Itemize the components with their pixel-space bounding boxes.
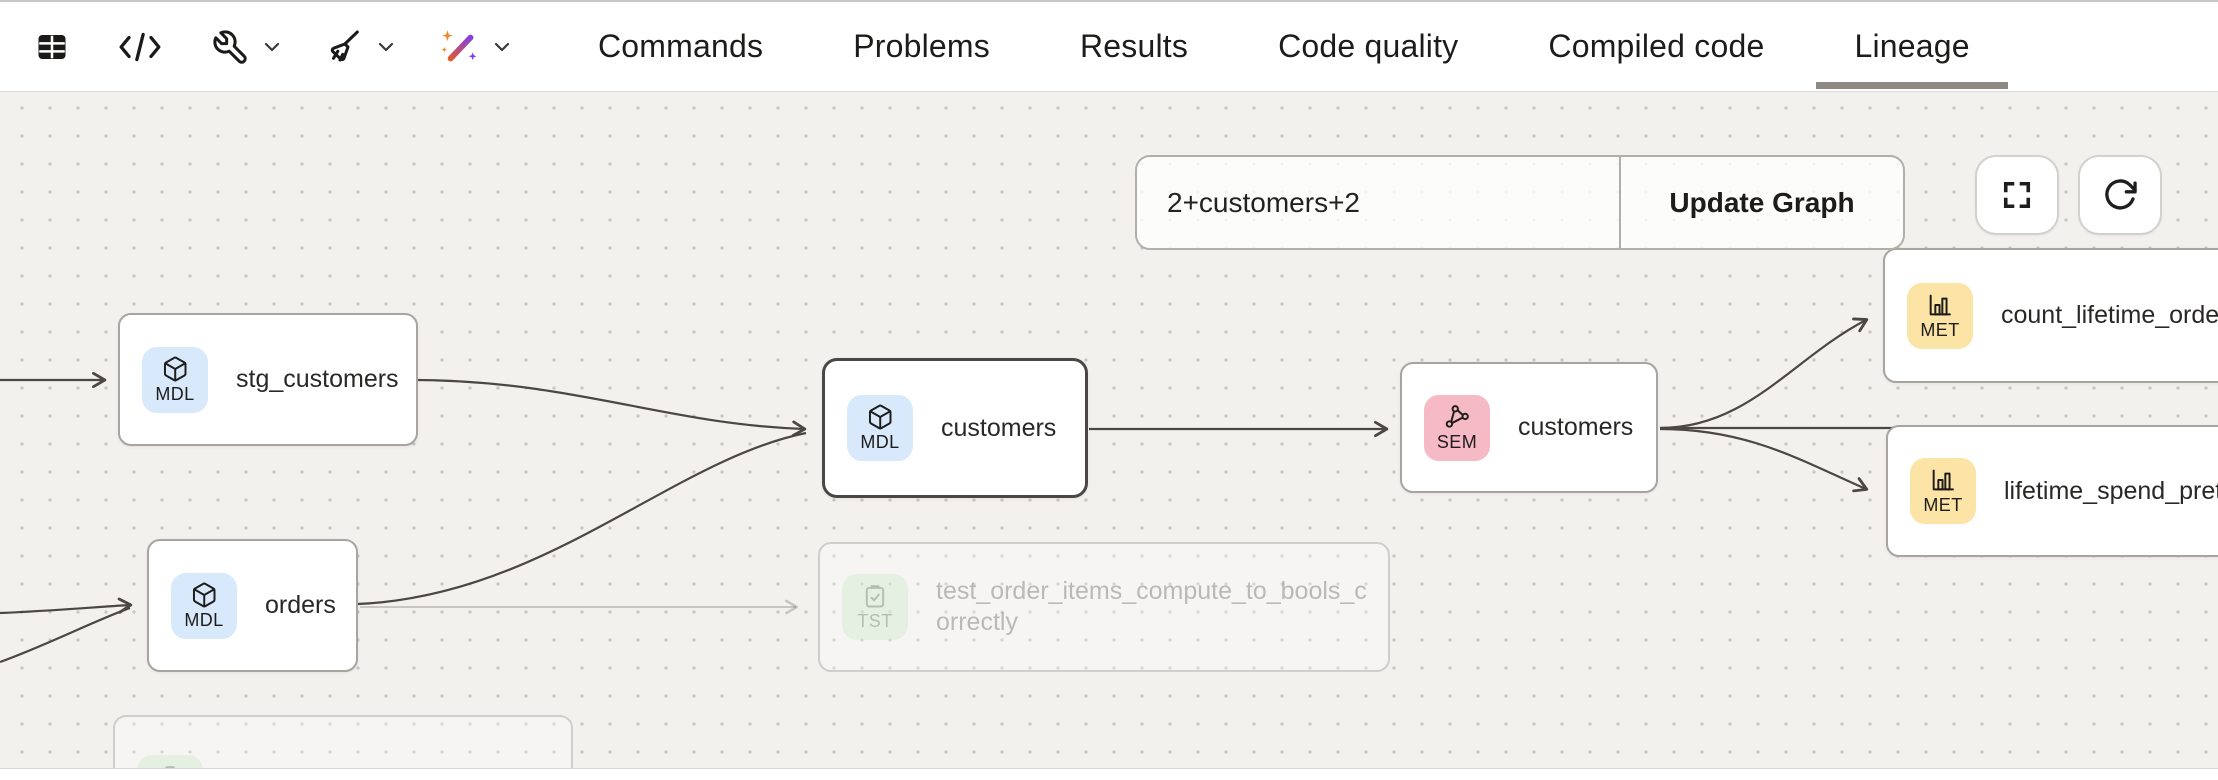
editor-tool-icons — [34, 2, 514, 91]
table-icon[interactable] — [34, 29, 70, 65]
node-orders[interactable]: MDL orders — [147, 539, 358, 672]
network-icon — [1445, 404, 1469, 428]
chevron-down-icon[interactable] — [374, 35, 398, 59]
bar-chart-icon — [1929, 294, 1951, 315]
wrench-icon[interactable] — [210, 27, 250, 67]
node-label: orders — [265, 591, 336, 619]
semantic-badge: SEM — [1424, 394, 1490, 461]
graph-selector-input[interactable] — [1137, 157, 1619, 248]
node-lifetime-spend-pretax[interactable]: MET lifetime_spend_preta — [1886, 425, 2218, 557]
metric-badge: MET — [1907, 282, 1973, 349]
model-badge: MDL — [171, 572, 237, 639]
update-graph-button[interactable]: Update Graph — [1619, 157, 1903, 248]
panel-tabs: Commands Problems Results Code quality C… — [560, 2, 2008, 91]
node-label: customers — [1518, 413, 1634, 441]
node-customers-model[interactable]: MDL customers — [822, 358, 1088, 498]
node-label: customers — [941, 413, 1057, 442]
node-label: test_order_items_compute_to_bools_correc… — [936, 577, 1367, 636]
node-label: lifetime_spend_preta — [2004, 476, 2218, 505]
tab-results[interactable]: Results — [1079, 28, 1189, 64]
cube-icon — [192, 582, 216, 607]
graph-query-box: Update Graph — [1135, 155, 1905, 250]
refresh-button[interactable] — [2078, 155, 2162, 235]
bottom-panel-edge — [0, 768, 2218, 780]
chevron-down-icon[interactable] — [260, 35, 284, 59]
top-toolbar: Commands Problems Results Code quality C… — [0, 0, 2218, 92]
model-badge: MDL — [847, 395, 913, 461]
fullscreen-icon — [2003, 181, 2031, 209]
node-label: stg_customers — [236, 365, 399, 393]
test-badge: TST — [842, 574, 908, 640]
tab-code-quality[interactable]: Code quality — [1278, 28, 1459, 64]
model-badge: MDL — [142, 346, 208, 413]
tab-compiled-code[interactable]: Compiled code — [1548, 28, 1765, 64]
node-label: count_lifetime_order — [2001, 301, 2218, 329]
node-count-lifetime-orders[interactable]: MET count_lifetime_order — [1883, 248, 2218, 383]
clipboard-check-icon — [163, 766, 177, 768]
metric-badge: MET — [1910, 458, 1976, 524]
broom-icon[interactable] — [324, 27, 364, 67]
test-badge: TST — [137, 755, 203, 768]
cube-icon — [163, 356, 187, 381]
fullscreen-button[interactable] — [1975, 155, 2059, 235]
cube-icon — [868, 404, 892, 430]
refresh-icon — [2105, 179, 2137, 210]
bar-chart-icon — [1932, 469, 1954, 491]
lineage-canvas[interactable]: MDL stg_customers MDL orders MDL — [0, 92, 2218, 768]
magic-wand-icon[interactable] — [438, 26, 480, 68]
lineage-edges — [0, 317, 1896, 664]
tab-lineage[interactable]: Lineage — [1816, 2, 2008, 91]
code-icon[interactable] — [118, 31, 162, 63]
active-tab-indicator — [1816, 82, 2008, 89]
node-test-partial[interactable]: TST — [113, 715, 573, 768]
clipboard-check-icon — [865, 585, 885, 608]
tab-problems[interactable]: Problems — [853, 28, 990, 64]
chevron-down-icon[interactable] — [490, 35, 514, 59]
tab-commands[interactable]: Commands — [598, 28, 764, 64]
node-customers-semantic[interactable]: SEM customers — [1400, 362, 1658, 493]
node-test-order-items[interactable]: TST test_order_items_compute_to_bools_co… — [818, 542, 1390, 672]
node-stg-customers[interactable]: MDL stg_customers — [118, 313, 418, 446]
